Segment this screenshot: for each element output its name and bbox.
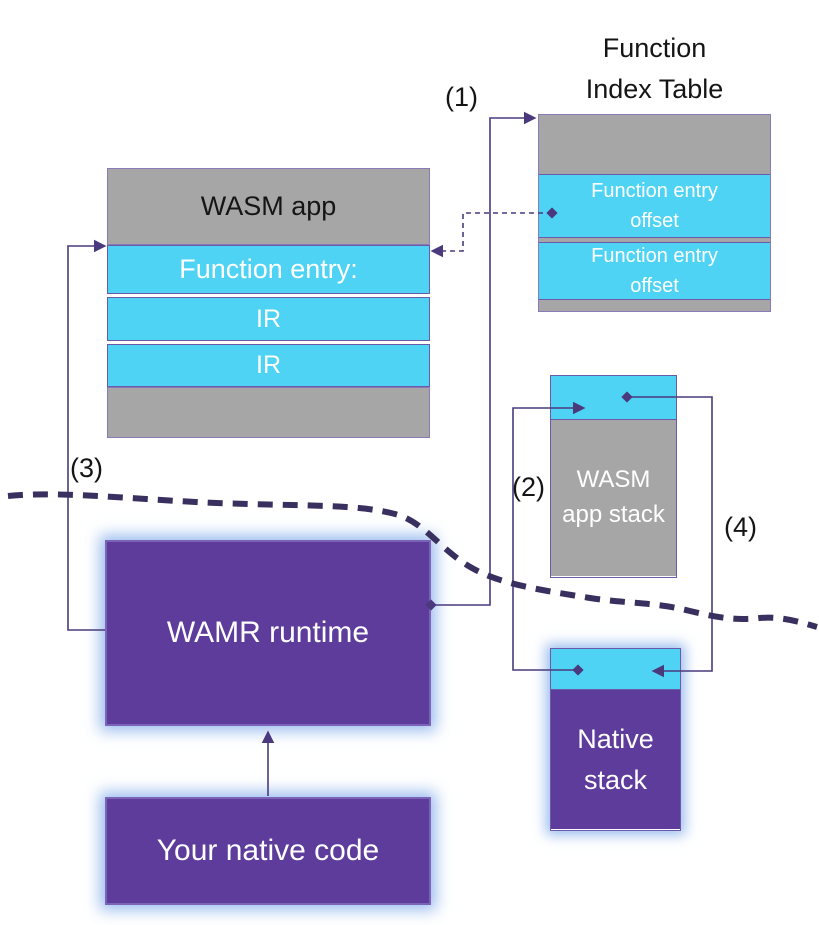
native-stack-line1: Native [577, 724, 654, 754]
function-index-table-title-line2: Index Table [585, 73, 724, 104]
wasm-app-stack-line2: app stack [562, 501, 665, 528]
link-1-runtime-to-index-table [425, 111, 537, 611]
wasm-app-footer-block [107, 387, 430, 438]
native-stack-box: Native stack [550, 648, 681, 831]
function-index-table-empty-row [539, 115, 770, 174]
wasm-app-stack-line1: WASM [576, 466, 651, 494]
wasm-app-stack-label: WASM app stack [551, 420, 676, 576]
wamr-runtime-box: WAMR runtime [105, 540, 431, 726]
native-stack-label: Native stack [551, 690, 680, 829]
link-3-runtime-to-wasm-app [67, 239, 107, 631]
wasm-app-title: WASM app [107, 168, 430, 245]
wasm-app-box: WASM app Function entry: IR IR [107, 168, 430, 438]
function-index-table: Function entry offset Function entry off… [538, 114, 771, 312]
function-entry-offset-line2: offset [630, 275, 679, 297]
function-entry-offset-line1: Function entry [591, 245, 718, 267]
function-index-table-title: Function Index Table [528, 28, 781, 109]
your-native-code-box: Your native code [105, 797, 431, 905]
step-label-4: (4) [724, 512, 757, 542]
function-entry-offset-row: Function entry offset [539, 174, 770, 238]
native-stack-line2: stack [583, 764, 648, 795]
wasm-app-function-entry-row: Function entry: [107, 245, 430, 294]
wasm-app-ir-row: IR [107, 297, 430, 341]
function-entry-offset-line1: Function entry [591, 180, 718, 202]
step-label-1: (1) [445, 82, 478, 112]
step-label-3: (3) [70, 453, 103, 483]
wasm-app-ir-row: IR [107, 344, 430, 387]
step-label-2: (2) [512, 472, 545, 502]
wasm-app-stack-box: WASM app stack [550, 375, 677, 578]
function-entry-offset-row: Function entry offset [539, 242, 770, 300]
wasm-app-stack-header [551, 376, 676, 420]
function-entry-offset-line2: offset [630, 210, 679, 232]
link-offset-to-function-entry [430, 207, 558, 258]
native-stack-header [551, 649, 680, 690]
function-index-table-title-line1: Function [602, 33, 707, 63]
